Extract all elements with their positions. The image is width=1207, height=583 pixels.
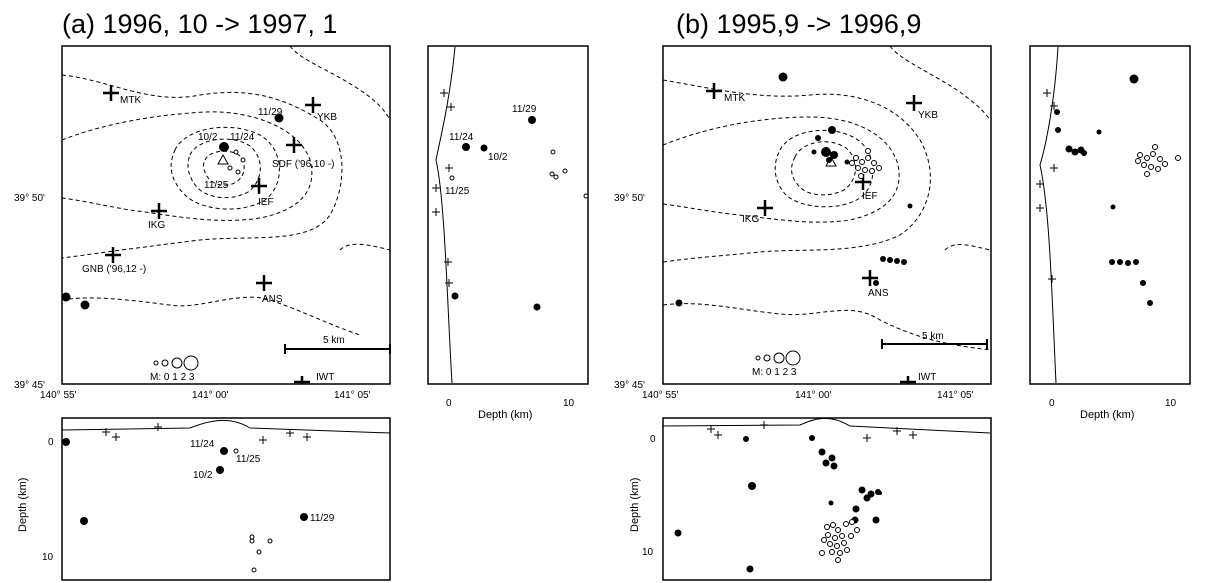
event-label-1129-bottom: 11/29 [310, 513, 335, 524]
panel-b-bottom-tick-10: 10 [642, 547, 654, 558]
panel-b-bottom-events [674, 435, 882, 573]
panel-a-lat-label-50: 39° 50' [14, 193, 45, 204]
panel-a-bottom-topo-profile [61, 419, 391, 434]
event-label-1124-map: 11/24 [230, 132, 255, 143]
panel-b-bottom-tick-0: 0 [650, 434, 656, 445]
panel-b-bottom-topo-profile [662, 417, 991, 434]
panel-b-magnitude-legend-text: M: 0 1 2 3 [752, 367, 797, 378]
panel-b-map-frame [662, 45, 992, 385]
panel-a-side-tick-10: 10 [563, 398, 575, 409]
event-label-102-bottom: 10/2 [193, 470, 213, 481]
panel-a-bottom-events [62, 438, 308, 573]
station-label-ikg-b: IKG [742, 214, 759, 225]
event-label-1129-side: 11/29 [512, 104, 537, 115]
panel-b-scale-label: 5 km [922, 331, 944, 342]
panel-a-lon-label-100: 141° 00' [192, 390, 229, 401]
panel-a-topographic-contours [61, 45, 391, 336]
station-label-iwt: IWT [316, 372, 334, 383]
panel-b-epicenters [675, 72, 913, 307]
panel-a-side-topo-profile [435, 46, 456, 384]
panel-b-lat-label-50: 39° 50' [614, 193, 645, 204]
panel-a-side-stations [432, 89, 455, 287]
panel-b-side-events [1054, 74, 1181, 306]
event-label-1125-map: 11/25 [204, 180, 229, 191]
event-label-1129-map: 11/29 [258, 107, 283, 118]
panel-a-bottom-stations [102, 423, 311, 444]
panel-b-station-markers [706, 83, 922, 384]
station-label-ans: ANS [262, 294, 283, 305]
event-label-1124-side: 11/24 [449, 132, 474, 143]
panel-a-bottom-tick-0: 0 [48, 437, 54, 448]
panel-b-lon-label-5505: 140° 55' [642, 390, 679, 401]
panel-b-bottom-stations [707, 421, 917, 442]
station-label-ykb-b: YKB [918, 110, 938, 121]
panel-a-lon-label-105: 141° 05' [334, 390, 371, 401]
event-label-1124-bottom: 11/24 [190, 439, 215, 450]
panel-a-side-tick-0: 0 [446, 398, 452, 409]
panel-a-lon-label-5505: 140° 55' [40, 390, 77, 401]
panel-a-side-depth-axis-label: Depth (km) [478, 409, 532, 421]
station-label-ief: IEF [258, 197, 274, 208]
station-label-ief-b: IEF [862, 191, 878, 202]
panel-a-bottom-depth-axis-label: Depth (km) [17, 478, 29, 532]
panel-a-side-events [449, 116, 589, 311]
station-label-mtk-b: MTK [724, 93, 745, 104]
panel-a-side-depth-frame [427, 45, 589, 385]
panel-b-lat-label-45: 39° 45' [614, 380, 645, 391]
station-label-gnb: GNB ('96,12 -) [82, 264, 146, 275]
panel-b-title: (b) 1995,9 -> 1996,9 [676, 9, 921, 39]
station-label-iwt-b: IWT [918, 372, 936, 383]
station-label-ykb: YKB [317, 112, 337, 123]
panel-b-side-stations [1036, 89, 1058, 283]
event-label-102-side: 10/2 [488, 152, 508, 163]
panel-a-station-markers [103, 85, 321, 384]
panel-a-title: (a) 1996, 10 -> 1997, 1 [62, 9, 337, 39]
station-label-ikg: IKG [148, 220, 165, 231]
panel-a-scale-label: 5 km [323, 335, 345, 346]
panel-b-magnitude-legend-circles [755, 350, 801, 366]
station-label-ans-b: ANS [868, 288, 889, 299]
panel-b-side-topo-profile [1039, 46, 1059, 384]
panel-b-bottom-depth-frame [662, 417, 992, 581]
station-label-sdf: SDF ('96,10 -) [272, 159, 334, 170]
panel-a-magnitude-legend-text: M: 0 1 2 3 [150, 372, 195, 383]
panel-a-magnitude-legend-circles [153, 355, 199, 371]
event-label-1125-bottom: 11/25 [236, 454, 261, 465]
event-label-1125-side: 11/25 [445, 186, 470, 197]
panel-b-lon-label-105: 141° 05' [937, 390, 974, 401]
panel-b-lon-label-100: 141° 00' [795, 390, 832, 401]
panel-b-side-tick-10: 10 [1165, 398, 1177, 409]
panel-b-side-tick-0: 0 [1049, 398, 1055, 409]
station-label-mtk: MTK [120, 95, 141, 106]
panel-b-side-depth-frame [1029, 45, 1191, 385]
panel-a-map-frame [61, 45, 391, 385]
panel-b-side-depth-axis-label: Depth (km) [1080, 409, 1134, 421]
panel-b-scale-bar [881, 339, 988, 349]
panel-a-bottom-depth-frame [61, 417, 391, 581]
panel-a-lat-label-45: 39° 45' [14, 380, 45, 391]
panel-b-bottom-depth-axis-label: Depth (km) [629, 478, 641, 532]
panel-a-epicenters [61, 113, 284, 310]
panel-a-bottom-tick-10: 10 [42, 552, 54, 563]
panel-b-topographic-contours [662, 45, 991, 351]
event-label-102-map: 10/2 [198, 132, 218, 143]
panel-a-scale-bar [284, 344, 391, 354]
